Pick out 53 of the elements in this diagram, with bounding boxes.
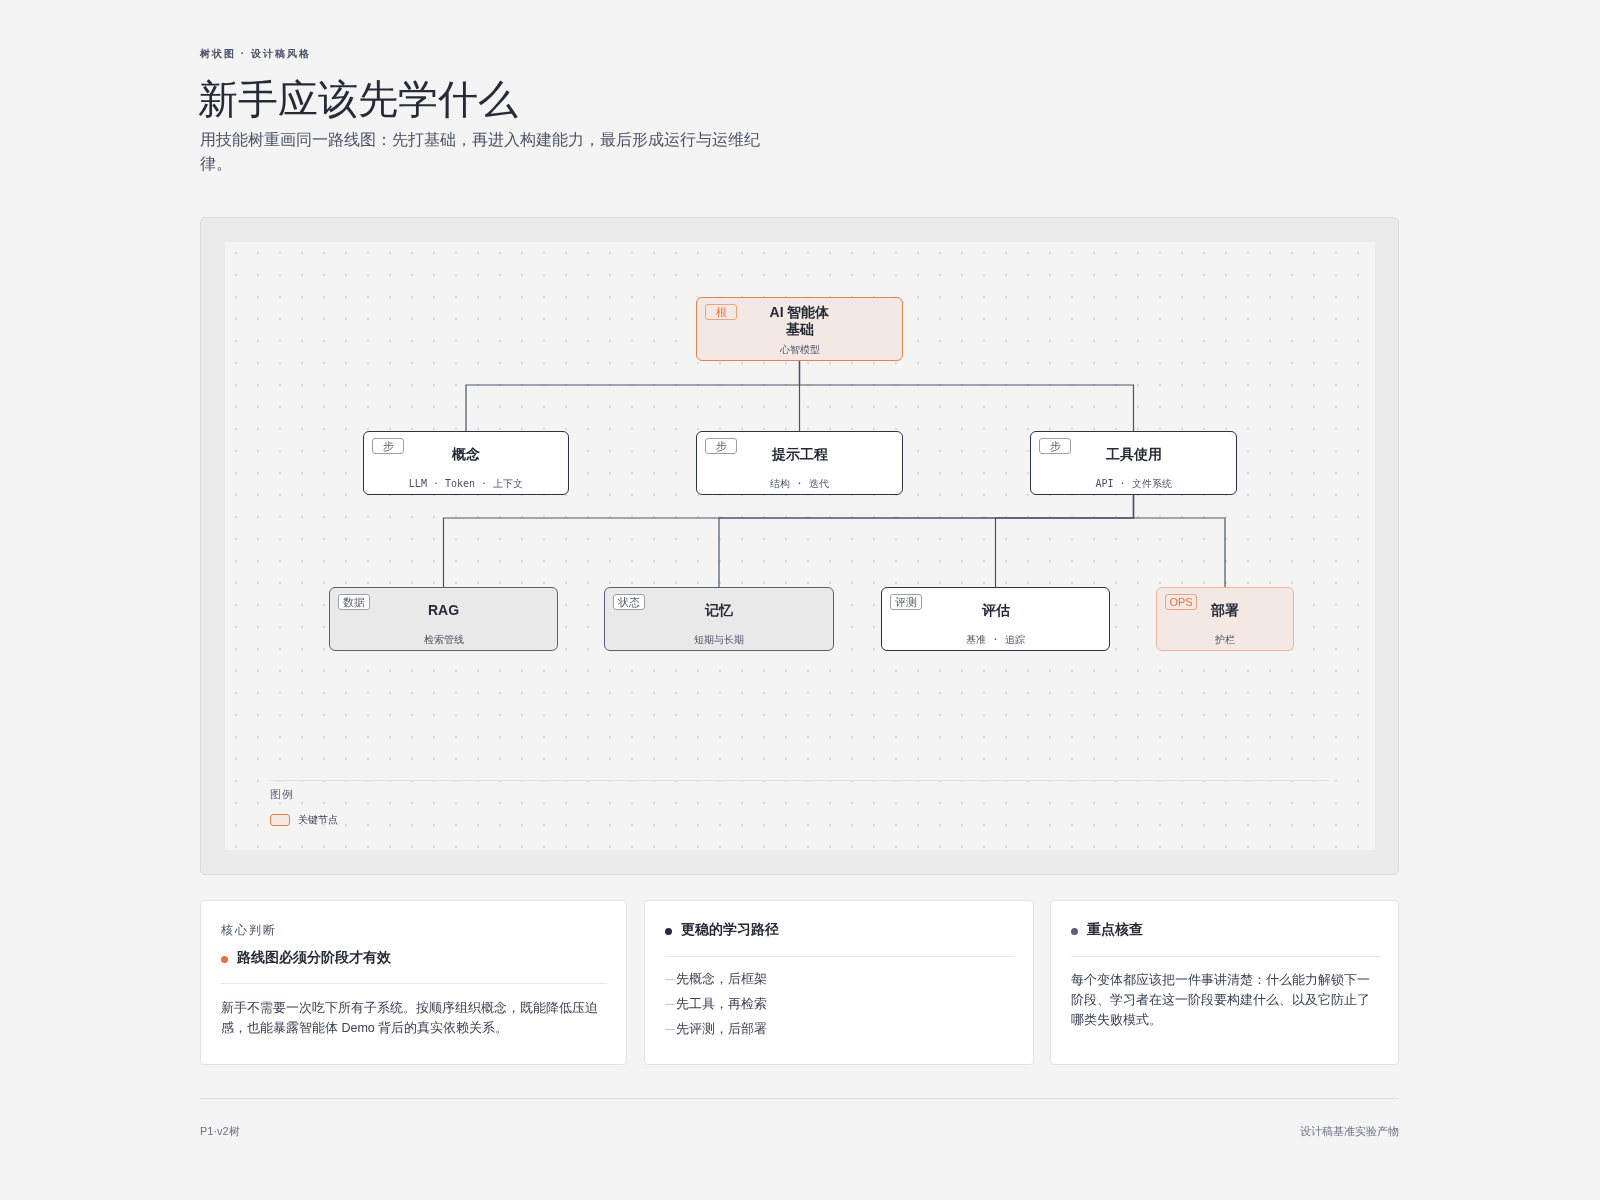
card-eyebrow: 核心判断 bbox=[221, 922, 277, 939]
node-title: 工具使用 bbox=[1105, 446, 1162, 463]
root-node-box bbox=[696, 297, 903, 361]
node-subtitle: 基准 · 追踪 bbox=[966, 634, 1025, 646]
skill-node-box bbox=[329, 587, 558, 651]
tag-badge: 状态 bbox=[613, 594, 645, 610]
skill-node-box bbox=[1030, 431, 1237, 495]
info-card bbox=[200, 900, 627, 1065]
card-body: 每个变体都应该把一件事讲清楚：什么能力解锁下一阶段、学习者在这一阶段要构建什么、以及它防止了哪类失败模式。 bbox=[1071, 972, 1371, 1029]
list-item: 先评测，后部署 bbox=[676, 1021, 767, 1038]
node-title: RAG bbox=[427, 602, 460, 619]
skill-node-box bbox=[1156, 587, 1294, 651]
skill-node-box bbox=[881, 587, 1110, 651]
node-title: 评估 bbox=[981, 602, 1010, 619]
card-body: 新手不需要一次吃下所有子系统。按顺序组织概念，既能降低压迫感，也能暴露智能体 Demo 背后的真实依赖关系。 bbox=[221, 1000, 599, 1037]
skill-node-box bbox=[363, 431, 569, 495]
tag-badge: 根 bbox=[705, 304, 737, 320]
legend-text: 关键节点 bbox=[298, 813, 338, 827]
node-subtitle: 结构 · 迭代 bbox=[770, 478, 829, 490]
info-card bbox=[1050, 900, 1399, 1065]
node-title: AI 智能体基础 bbox=[768, 304, 831, 338]
list-item: 先概念，后框架 bbox=[676, 971, 767, 988]
node-subtitle: LLM · Token · 上下文 bbox=[408, 478, 524, 490]
tag-badge: 步 bbox=[705, 438, 737, 454]
tag-badge: 数据 bbox=[338, 594, 370, 610]
connector-line bbox=[1132, 494, 1226, 588]
skill-node-box bbox=[696, 431, 903, 495]
tag-badge: 步 bbox=[372, 438, 404, 454]
skill-node-box bbox=[604, 587, 834, 651]
card-heading: 路线图必须分阶段才有效 bbox=[237, 949, 391, 967]
tag-badge: OPS bbox=[1165, 594, 1197, 610]
node-subtitle: 护栏 bbox=[1215, 634, 1235, 646]
node-title: 提示工程 bbox=[771, 446, 828, 463]
node-subtitle: 检索管线 bbox=[423, 634, 464, 646]
node-subtitle: 短期与长期 bbox=[694, 634, 744, 646]
footer-note: 设计稿基准实验产物 bbox=[1300, 1124, 1399, 1139]
node-subtitle: 心智模型 bbox=[779, 344, 820, 356]
card-heading: 重点核查 bbox=[1087, 921, 1143, 939]
card-heading: 更稳的学习路径 bbox=[681, 921, 779, 939]
info-card bbox=[644, 900, 1034, 1065]
tag-badge: 步 bbox=[1039, 438, 1071, 454]
connector-line bbox=[798, 360, 1135, 432]
eyebrow-text: 树状图 · 设计稿风格 bbox=[200, 47, 311, 61]
node-title: 概念 bbox=[452, 446, 480, 463]
footer-page-label: P1·v2树 bbox=[200, 1124, 240, 1139]
legend-title: 图例 bbox=[270, 787, 294, 802]
page-title: 新手应该先学什么 bbox=[198, 75, 518, 124]
page-subtitle: 用技能树重画同一路线图：先打基础，再进入构建能力，最后形成运行与运维纪律。 bbox=[200, 130, 761, 174]
node-subtitle: API · 文件系统 bbox=[1095, 478, 1172, 490]
node-title: 记忆 bbox=[705, 602, 733, 619]
tag-badge: 评测 bbox=[890, 594, 922, 610]
list-item: 先工具，再检索 bbox=[676, 996, 767, 1013]
node-title: 部署 bbox=[1211, 602, 1239, 619]
